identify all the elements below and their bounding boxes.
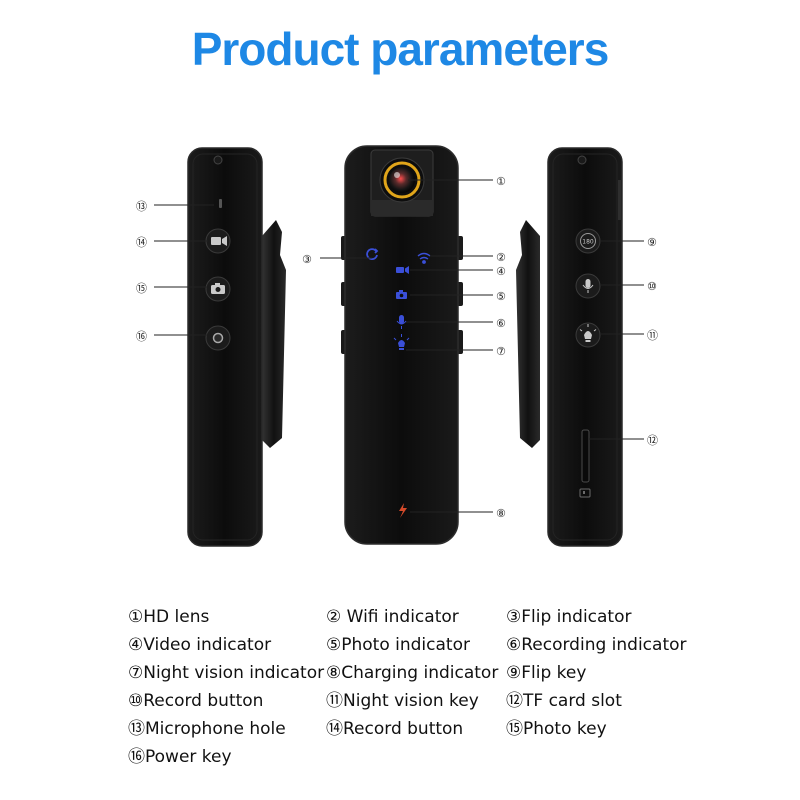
microphone-icon bbox=[582, 279, 594, 293]
callout-13: ⑬ bbox=[136, 200, 147, 213]
flip-key-marking: 180 bbox=[582, 239, 594, 246]
callout-10: ⑩ bbox=[647, 280, 657, 293]
power-icon bbox=[212, 332, 224, 344]
legend-item: ⑭Record button bbox=[326, 719, 464, 739]
bulb-icon bbox=[579, 324, 597, 342]
callout-16: ⑯ bbox=[136, 330, 147, 343]
night-vision-indicator-icon bbox=[393, 334, 410, 350]
left-belt-clip bbox=[262, 220, 286, 448]
callout-5: ⑤ bbox=[496, 290, 506, 303]
charging-indicator-icon bbox=[399, 503, 407, 518]
tf-card-slot[interactable] bbox=[581, 429, 590, 483]
callout-15: ⑮ bbox=[136, 282, 147, 295]
left-device-view bbox=[187, 147, 286, 547]
legend-item: ⑦Night vision indicator bbox=[128, 663, 325, 683]
legend-item: ⑥Recording indicator bbox=[506, 635, 687, 655]
callout-14: ⑭ bbox=[136, 236, 147, 249]
camera-icon bbox=[211, 283, 225, 294]
callout-12: ⑫ bbox=[647, 434, 658, 447]
callout-1: ① bbox=[496, 175, 506, 188]
microphone-hole bbox=[219, 199, 222, 208]
legend-item: ⑨Flip key bbox=[506, 663, 587, 683]
callout-8: ⑧ bbox=[496, 507, 506, 520]
callout-4: ④ bbox=[496, 265, 506, 278]
callout-6: ⑥ bbox=[496, 317, 506, 330]
photo-indicator-icon bbox=[396, 290, 407, 299]
legend-item: ② Wifi indicator bbox=[326, 607, 459, 627]
right-belt-clip bbox=[516, 220, 540, 448]
legend-item: ⑪Night vision key bbox=[326, 691, 479, 711]
parts-legend: ①HD lens ② Wifi indicator ③Flip indicato… bbox=[128, 606, 728, 768]
legend-item: ⑯Power key bbox=[128, 747, 232, 767]
legend-item: ⑧Charging indicator bbox=[326, 663, 499, 683]
page-title: Product parameters bbox=[191, 23, 610, 75]
callout-3: ③ bbox=[302, 253, 312, 266]
callout-11: ⑪ bbox=[647, 329, 658, 342]
video-camera-icon bbox=[211, 236, 227, 246]
microphone-indicator-icon bbox=[396, 315, 407, 329]
callout-7: ⑦ bbox=[496, 345, 506, 358]
legend-item: ⑮Photo key bbox=[506, 719, 607, 739]
legend-item: ⑬Microphone hole bbox=[128, 719, 286, 739]
legend-item: ⑤Photo indicator bbox=[326, 635, 470, 655]
video-indicator-icon bbox=[396, 266, 409, 274]
legend-item: ③Flip indicator bbox=[506, 607, 632, 627]
legend-item: ①HD lens bbox=[128, 607, 210, 627]
legend-item: ⑫TF card slot bbox=[506, 691, 622, 711]
callout-9: ⑨ bbox=[647, 236, 657, 249]
leader-lines bbox=[154, 179, 644, 513]
tf-card-icon bbox=[579, 488, 591, 498]
legend-item: ⑩Record button bbox=[128, 691, 264, 711]
callout-2: ② bbox=[496, 251, 506, 264]
right-device-view: 180 bbox=[516, 147, 623, 547]
power-led-dot bbox=[213, 155, 223, 165]
legend-item: ④Video indicator bbox=[128, 635, 272, 655]
wifi-indicator-icon bbox=[417, 252, 431, 264]
flip-indicator-icon bbox=[366, 248, 379, 260]
center-device-view bbox=[341, 145, 463, 545]
